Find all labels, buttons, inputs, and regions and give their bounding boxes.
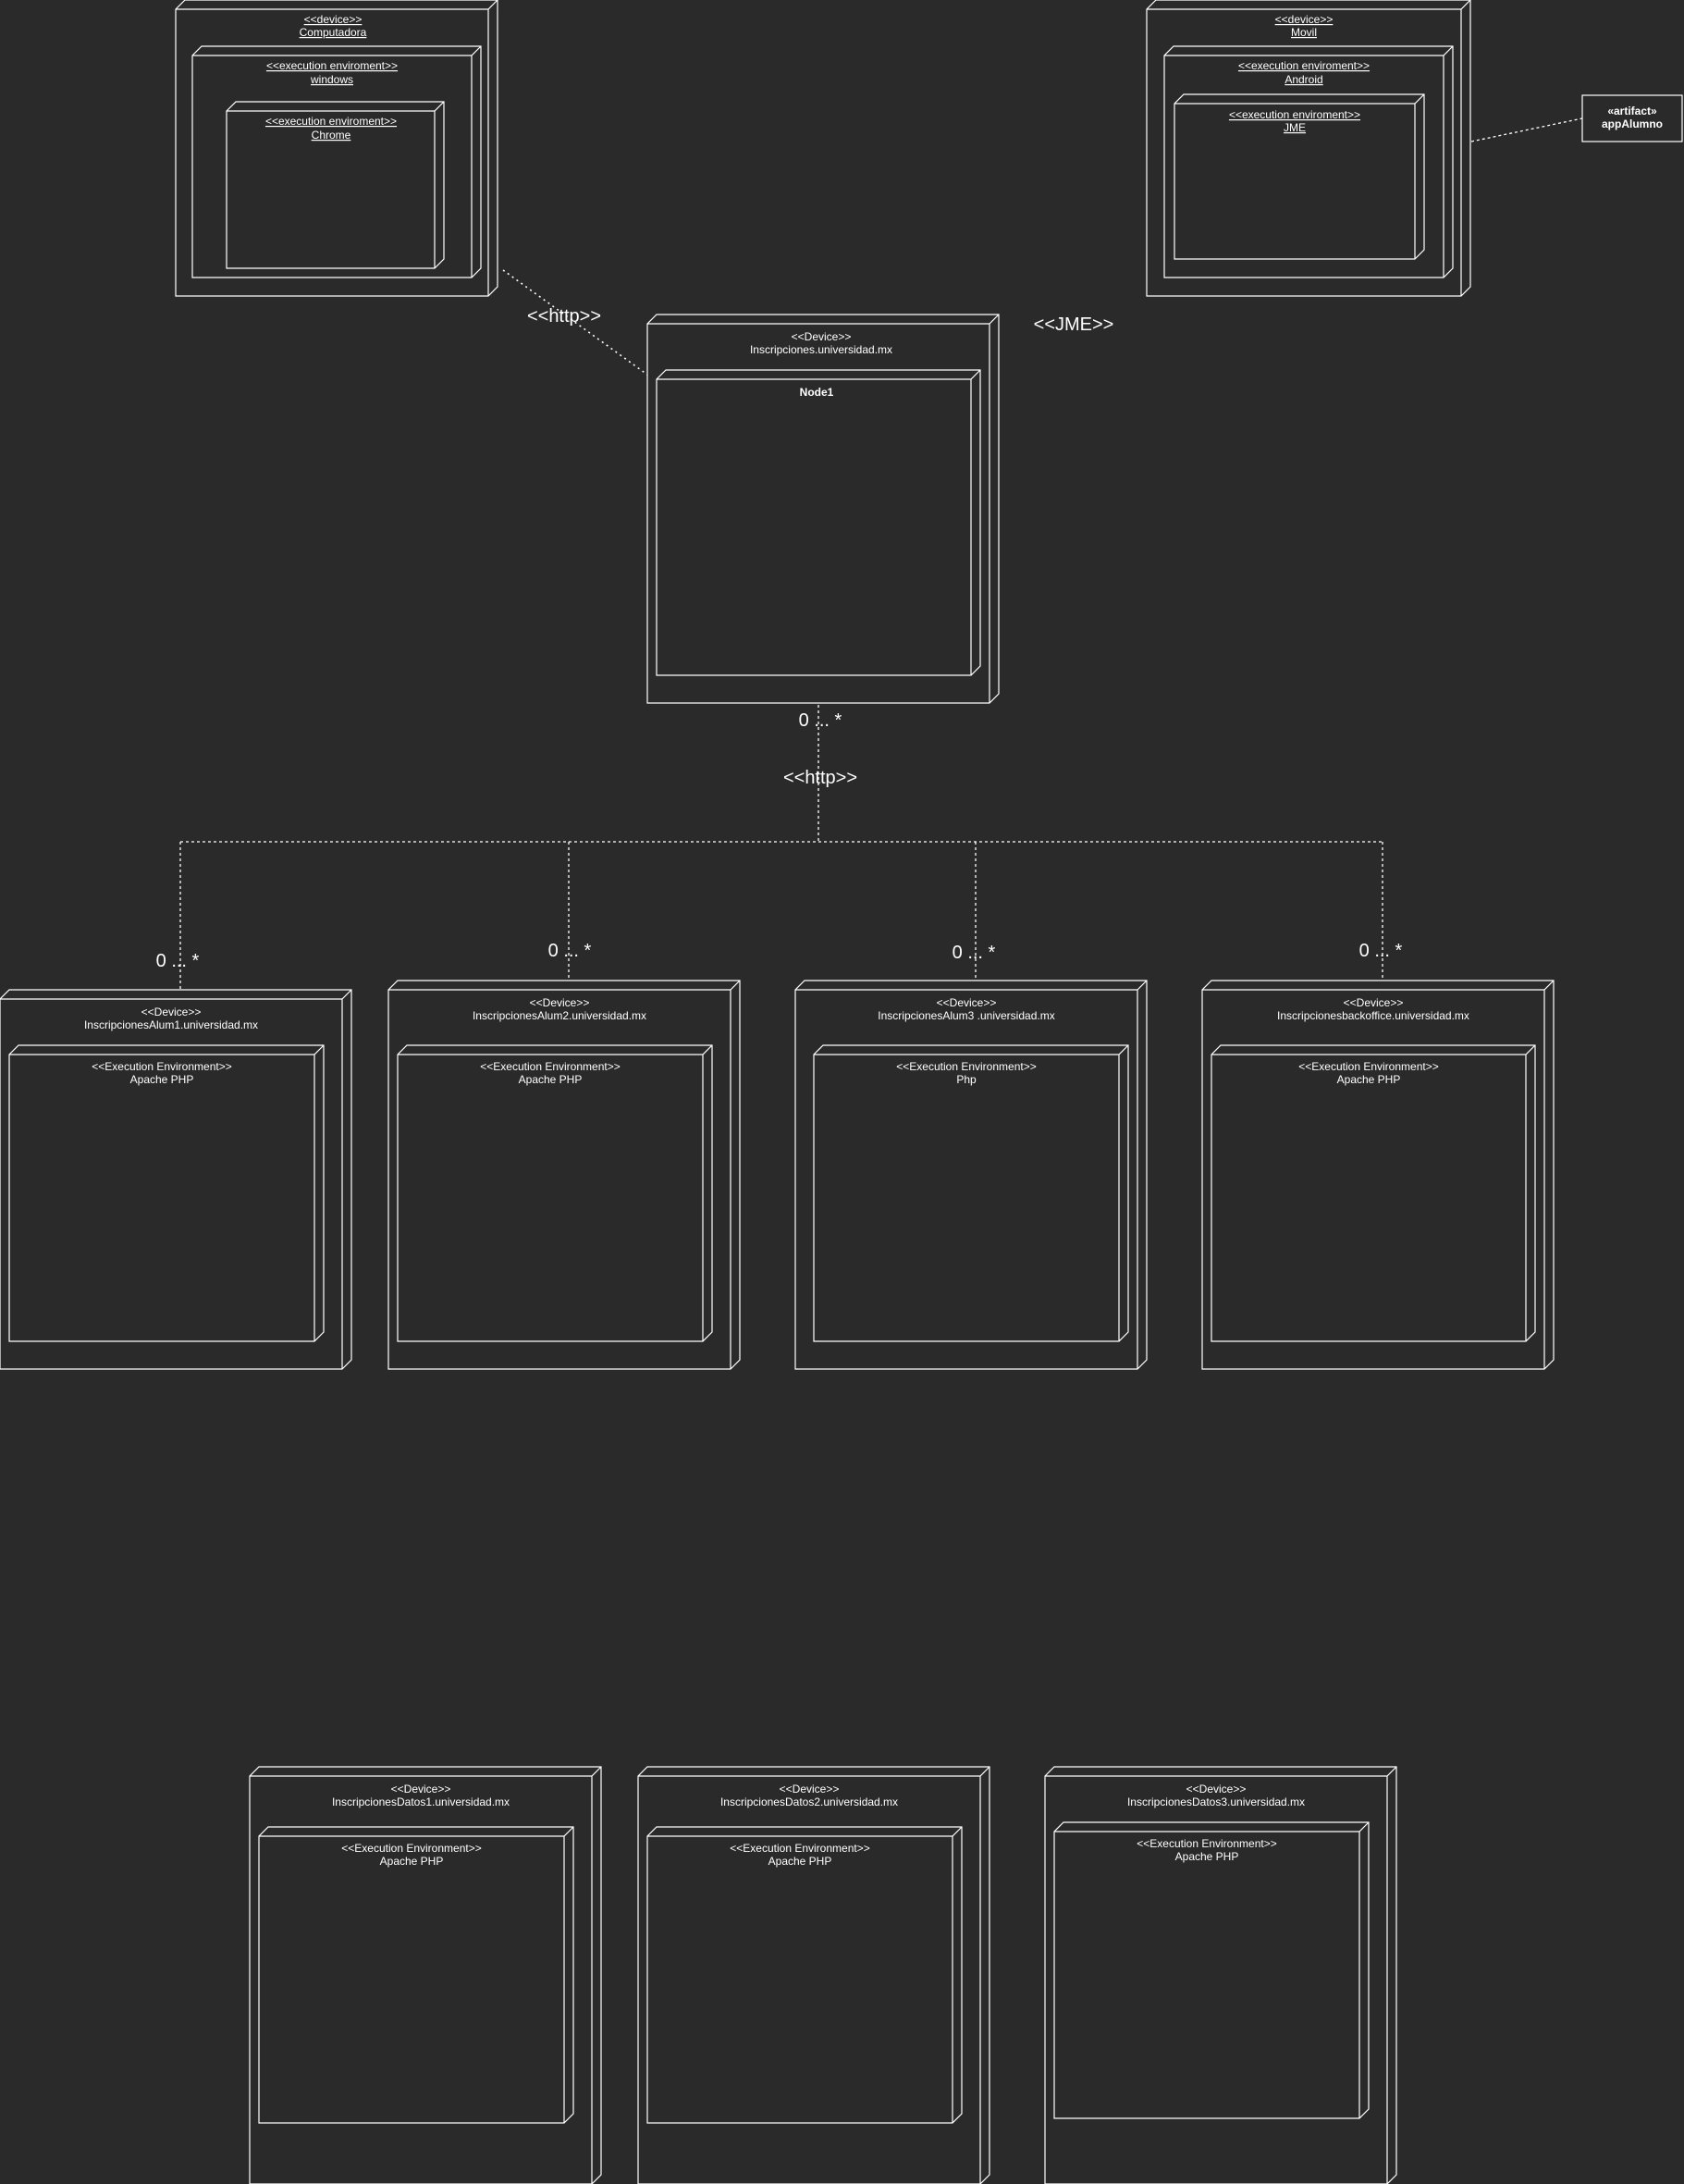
device-name: InscripcionesAlum3 .universidad.mx [878, 1009, 1054, 1022]
device-stereotype: <<device>> [304, 13, 363, 26]
device-stereotype: <<Device>> [792, 330, 852, 343]
device-main-server[interactable]: <<Device>> Inscripciones.universidad.mx [646, 314, 1000, 704]
device-movil[interactable]: <<device>> Movil [1146, 0, 1471, 297]
data-servers-row: <<Device>>InscripcionesDatos1.universida… [249, 1766, 1397, 2184]
env-stereotype: <<execution enviroment>> [1238, 59, 1370, 72]
main-multiplicity-label: 0 ... * [799, 710, 842, 731]
device-frame [794, 980, 1148, 1370]
device-computadora[interactable]: <<device>> Computadora [175, 0, 498, 297]
device-frame [0, 989, 352, 1370]
device-stereotype: <<Device>> [780, 1783, 840, 1795]
env-name: Apache PHP [130, 1073, 194, 1086]
execution-environment[interactable]: <<Execution Environment>>Apache PHP [646, 1826, 963, 2124]
device-frame [249, 1766, 602, 2184]
device-name: InscripcionesAlum2.universidad.mx [473, 1009, 646, 1022]
node-name: Node1 [800, 386, 834, 399]
device-stereotype: <<Device>> [141, 1006, 202, 1018]
execution-environment[interactable]: <<Execution Environment>>Php [813, 1044, 1129, 1342]
device-name: Inscripciones.universidad.mx [750, 343, 892, 356]
device-name: InscripcionesAlum1.universidad.mx [84, 1018, 258, 1031]
env-stereotype: <<Execution Environment>> [730, 1842, 869, 1855]
env-stereotype: <<Execution Environment>> [1137, 1837, 1276, 1850]
device-name: InscripcionesDatos3.universidad.mx [1127, 1795, 1305, 1808]
connectors [179, 117, 1583, 990]
env-name: Apache PHP [1337, 1073, 1401, 1086]
env-stereotype: <<Execution Environment>> [896, 1060, 1036, 1073]
execution-environment[interactable]: <<Execution Environment>>Apache PHP [258, 1826, 574, 2124]
device-frame [387, 980, 741, 1370]
env-name: JME [1284, 121, 1306, 134]
env-stereotype: <<execution enviroment>> [1229, 108, 1360, 121]
env-name: Apache PHP [519, 1073, 583, 1086]
env-stereotype: <<Execution Environment>> [1298, 1060, 1438, 1073]
env-name: Android [1285, 73, 1322, 86]
app-server-4[interactable]: <<Device>>Inscripcionesbackoffice.univer… [1201, 941, 1555, 1370]
data-server-3[interactable]: <<Device>>InscripcionesDatos3.universida… [1044, 1766, 1397, 2184]
env-name: windows [310, 73, 353, 86]
artifact-name: appAlumno [1602, 117, 1663, 130]
env-stereotype: <<Execution Environment>> [341, 1842, 481, 1855]
env-name: Apache PHP [380, 1855, 444, 1868]
env-chrome[interactable]: <<execution enviroment>> Chrome [226, 101, 445, 269]
env-jme[interactable]: <<execution enviroment>> JME [1174, 93, 1425, 260]
app-servers-row: <<Device>>InscripcionesAlum1.universidad… [0, 941, 1555, 1370]
desktop-protocol-label: <<http>> [527, 306, 601, 327]
device-name: InscripcionesDatos2.universidad.mx [720, 1795, 898, 1808]
device-name: Inscripcionesbackoffice.universidad.mx [1277, 1009, 1469, 1022]
execution-environment[interactable]: <<Execution Environment>>Apache PHP [1053, 1821, 1370, 2119]
multiplicity-label: 0 ... * [156, 951, 200, 971]
device-frame [637, 1766, 990, 2184]
device-frame [1044, 1766, 1397, 2184]
device-stereotype: <<Device>> [937, 996, 997, 1009]
env-android[interactable]: <<execution enviroment>> Android [1163, 45, 1454, 278]
mobile-to-artifact-connector[interactable] [1470, 117, 1583, 142]
env-frame [258, 1826, 574, 2124]
env-name: Chrome [312, 129, 351, 142]
env-frame [1211, 1044, 1536, 1342]
desktop-to-main-connector[interactable] [502, 269, 648, 376]
device-stereotype: <<Device>> [1186, 1783, 1247, 1795]
env-name: Apache PHP [768, 1855, 832, 1868]
multiplicity-label: 0 ... * [1359, 941, 1403, 961]
env-name: Php [956, 1073, 977, 1086]
device-name: Movil [1291, 26, 1317, 39]
app-protocol-label: <<http>> [783, 768, 857, 788]
env-frame [646, 1826, 963, 2124]
multiplicity-label: 0 ... * [548, 941, 592, 961]
env-stereotype: <<Execution Environment>> [92, 1060, 231, 1073]
app-server-1[interactable]: <<Device>>InscripcionesAlum1.universidad… [0, 951, 352, 1370]
device-stereotype: <<Device>> [391, 1783, 451, 1795]
device-stereotype: <<Device>> [1344, 996, 1404, 1009]
env-name: Apache PHP [1175, 1850, 1239, 1863]
execution-environment[interactable]: <<Execution Environment>>Apache PHP [397, 1044, 713, 1342]
env-frame [397, 1044, 713, 1342]
device-stereotype: <<device>> [1275, 13, 1334, 26]
data-server-2[interactable]: <<Device>>InscripcionesDatos2.universida… [637, 1766, 990, 2184]
device-frame [1201, 980, 1555, 1370]
artifact-stereotype: «artifact» [1607, 105, 1657, 117]
app-server-2[interactable]: <<Device>>InscripcionesAlum2.universidad… [387, 941, 741, 1370]
device-stereotype: <<Device>> [530, 996, 590, 1009]
mobile-protocol-label: <<JME>> [1034, 315, 1114, 335]
env-frame [813, 1044, 1129, 1342]
env-frame [1053, 1821, 1370, 2119]
app-server-3[interactable]: <<Device>>InscripcionesAlum3 .universida… [794, 943, 1148, 1370]
env-frame [8, 1044, 325, 1342]
execution-environment[interactable]: <<Execution Environment>>Apache PHP [8, 1044, 325, 1342]
artifact-appalumno[interactable]: «artifact» appAlumno [1581, 94, 1683, 142]
data-server-1[interactable]: <<Device>>InscripcionesDatos1.universida… [249, 1766, 602, 2184]
env-windows[interactable]: <<execution enviroment>> windows [191, 45, 482, 278]
env-stereotype: <<Execution Environment>> [480, 1060, 620, 1073]
env-stereotype: <<execution enviroment>> [266, 59, 398, 72]
device-name: InscripcionesDatos1.universidad.mx [332, 1795, 510, 1808]
node1[interactable]: Node1 [656, 369, 981, 676]
env-stereotype: <<execution enviroment>> [265, 115, 397, 128]
multiplicity-label: 0 ... * [953, 943, 996, 963]
device-name: Computadora [300, 26, 367, 39]
execution-environment[interactable]: <<Execution Environment>>Apache PHP [1211, 1044, 1536, 1342]
